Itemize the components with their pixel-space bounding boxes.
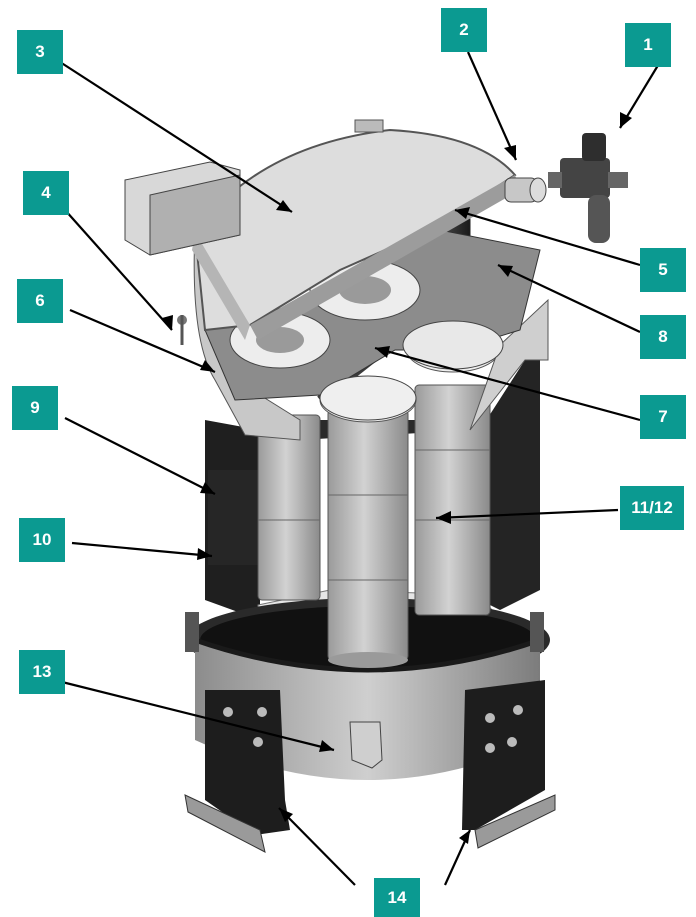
pressure-regulator (548, 133, 628, 243)
leader-11 (435, 508, 619, 520)
callout-6: 6 (17, 279, 63, 323)
callout-8: 8 (640, 315, 686, 359)
callout-4: 4 (23, 171, 69, 215)
leader-6 (69, 308, 216, 374)
leader-2 (466, 51, 518, 161)
callout-13: 13 (19, 650, 65, 694)
tubesheet (204, 229, 541, 421)
callout-3: 3 (17, 30, 63, 74)
callout-7: 7 (640, 395, 686, 439)
cover-handle (354, 119, 384, 133)
callout-11-12: 11/12 (620, 486, 684, 530)
support-legs (184, 680, 556, 853)
leader-13 (61, 680, 335, 752)
callout-1: 1 (625, 23, 671, 67)
leader-5 (454, 208, 641, 267)
leader-8 (497, 264, 641, 333)
leader-14a (278, 807, 356, 886)
leader-arrowheads (162, 112, 632, 844)
callout-5: 5 (640, 248, 686, 292)
callout-9: 9 (12, 386, 58, 430)
callout-10: 10 (19, 518, 65, 562)
leader-4 (64, 209, 173, 331)
drum-clamp (349, 721, 383, 769)
side-box (124, 161, 241, 256)
inlet-stub (504, 177, 547, 203)
top-cover (193, 128, 517, 332)
leader-7 (374, 346, 641, 422)
inlet-channel (208, 470, 262, 565)
side-fitting (177, 315, 187, 345)
upper-housing (193, 229, 301, 441)
callout-14: 14 (374, 878, 420, 917)
leader-10 (71, 541, 213, 558)
callout-2: 2 (441, 8, 487, 52)
leader-3 (59, 61, 293, 213)
leader-9 (64, 417, 216, 495)
